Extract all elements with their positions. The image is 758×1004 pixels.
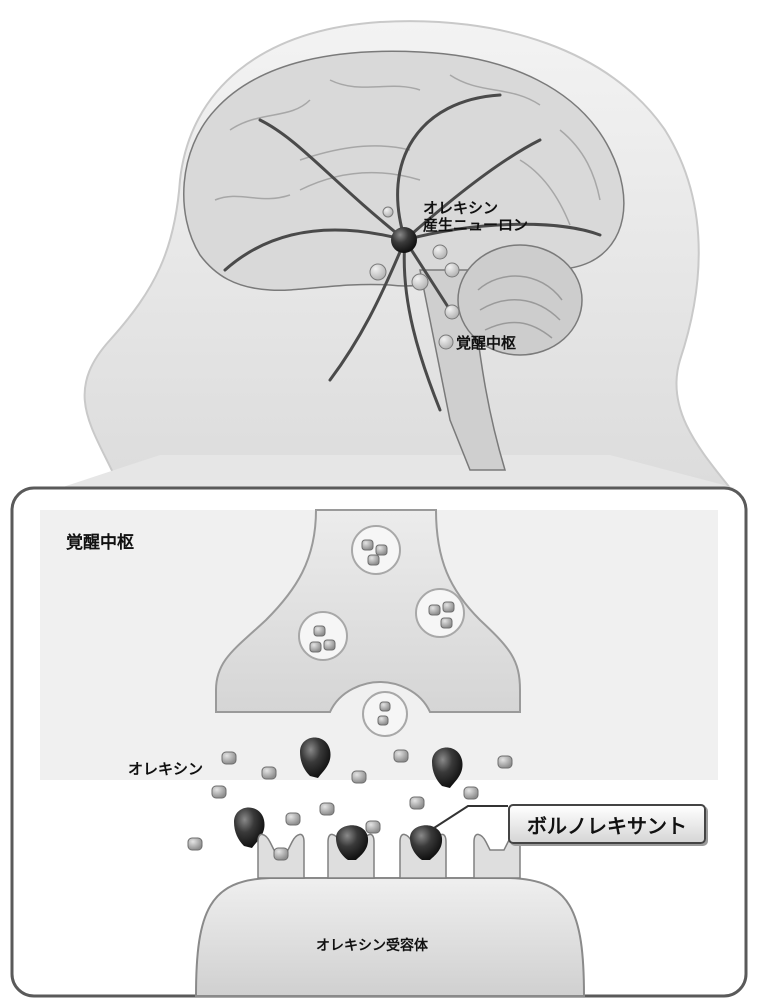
orexin-neuron-cell	[391, 227, 417, 253]
orexin-label: オレキシン	[128, 760, 204, 778]
wake-center-panel-label: 覚醒中枢	[66, 533, 134, 553]
bound-suvorexant	[336, 825, 443, 860]
suvorexant-molecules	[234, 737, 463, 848]
suvorexant-callout: ボルノレキサント	[508, 804, 706, 844]
presynaptic-terminal	[215, 509, 521, 713]
orexin-molecules	[187, 749, 513, 851]
wake-center-nodes	[369, 206, 460, 350]
brain	[183, 50, 625, 471]
zoom-funnel	[60, 455, 735, 488]
orexin-neuron-label-line1: オレキシン	[423, 199, 499, 217]
wake-center-brain-label: 覚醒中枢	[456, 334, 517, 352]
bound-orexin	[273, 847, 289, 861]
vesicle-orexin	[309, 539, 455, 726]
orexin-neuron-label-line2: 産生ニューロン	[423, 216, 529, 234]
callout-line	[433, 805, 508, 829]
cerebrum	[183, 50, 625, 292]
orexin-neuron-label: オレキシン 産生ニューロン	[423, 200, 528, 234]
orexin-receptor-label: オレキシン受容体	[316, 938, 428, 954]
orexin-projections	[223, 93, 602, 412]
